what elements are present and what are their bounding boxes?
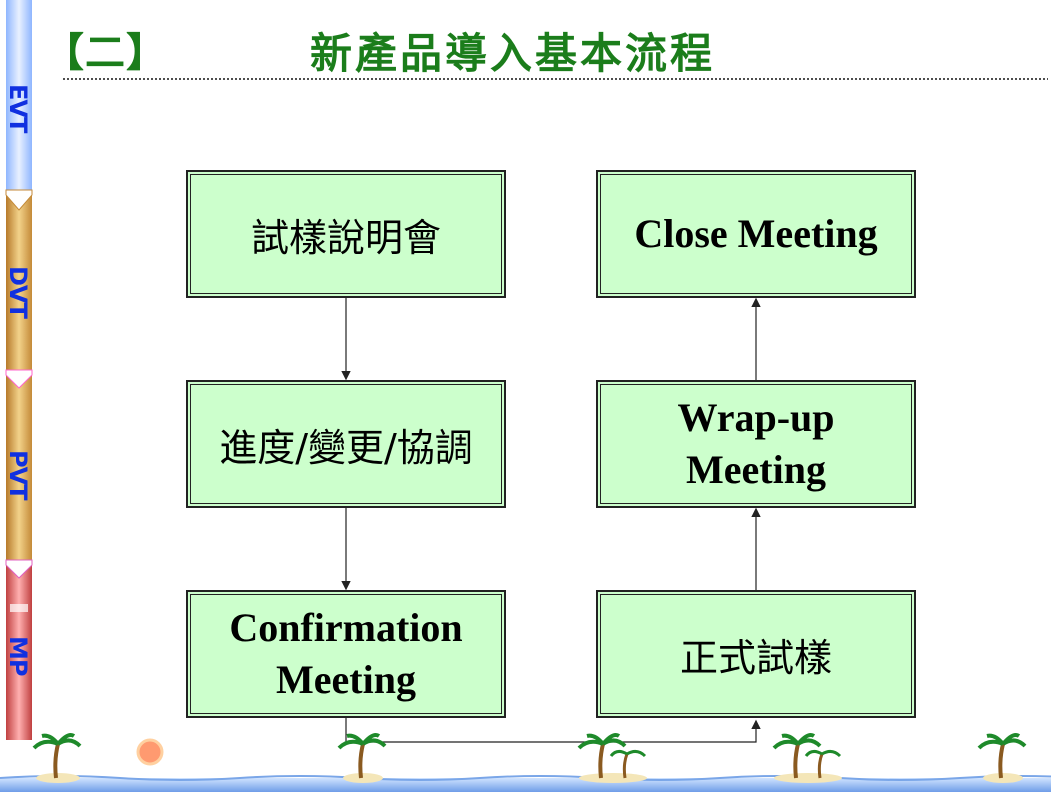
step-close-label: Close Meeting xyxy=(634,211,878,256)
step-wrapup: Wrap-up Meeting xyxy=(596,380,916,508)
sun-icon xyxy=(136,738,164,766)
step-wrapup-label: Wrap-up Meeting xyxy=(677,395,835,492)
phase-evt-label: EVT xyxy=(4,84,32,133)
step-formal-trial: 正式試樣 xyxy=(596,590,916,718)
palm-tree-icon xyxy=(577,733,647,783)
phase-sidebar xyxy=(0,0,34,792)
phase-pvt-label: PVT xyxy=(4,450,32,500)
beach-decoration xyxy=(0,733,1051,792)
step-formal-trial-label: 正式試樣 xyxy=(679,635,832,680)
phase-dvt-label: DVT xyxy=(4,266,32,318)
step-progress-label: 進度/變更/協調 xyxy=(219,425,473,470)
palm-tree-icon xyxy=(32,733,82,783)
section-number: 【二】 xyxy=(44,30,167,76)
palm-tree-icon xyxy=(772,733,842,783)
page-title: 新產品導入基本流程 xyxy=(310,29,716,78)
step-kickoff: 試樣說明會 xyxy=(186,170,506,298)
step-close: Close Meeting xyxy=(596,170,916,298)
title-divider xyxy=(62,77,1048,81)
step-progress: 進度/變更/協調 xyxy=(186,380,506,508)
palm-tree-icon xyxy=(337,733,387,783)
palm-tree-icon xyxy=(977,733,1027,783)
step-confirmation-label: Confirmation Meeting xyxy=(229,605,463,702)
step-kickoff-label: 試樣說明會 xyxy=(250,215,441,260)
step-confirmation: Confirmation Meeting xyxy=(186,590,506,718)
phase-mp-label: MP xyxy=(4,636,32,676)
